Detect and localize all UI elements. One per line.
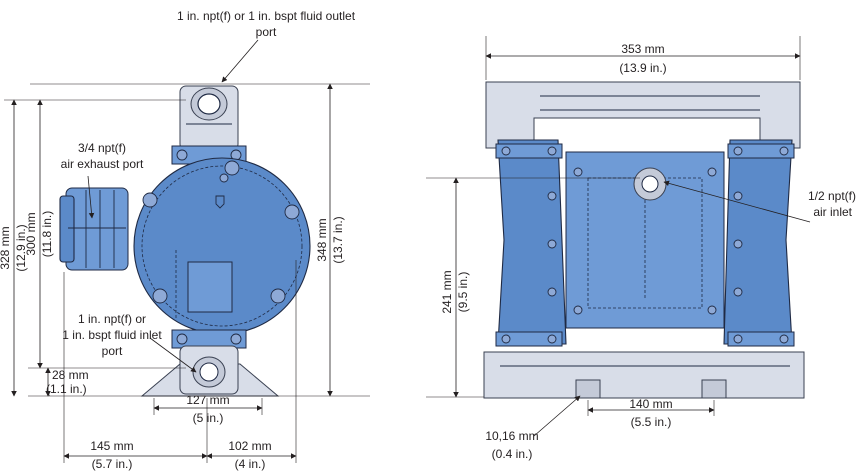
dim-348-mm: 348 mm xyxy=(315,218,329,261)
right-front-view: 353 mm (13.9 in.) 1/2 npt(f) air inlet 2… xyxy=(426,36,856,461)
dim-28-in: (1.1 in.) xyxy=(46,382,87,396)
inlet-label-line1: 1 in. npt(f) or xyxy=(78,312,146,326)
dim-328-in: (12.9 in.) xyxy=(14,224,28,271)
air-inlet-label-line2: air inlet xyxy=(813,205,852,219)
dim-10-in: (0.4 in.) xyxy=(492,447,533,461)
dim-348-in: (13.7 in.) xyxy=(331,216,345,263)
inlet-label-line3: port xyxy=(102,344,123,358)
dim-145-in: (5.7 in.) xyxy=(92,457,133,471)
exhaust-label-line2: air exhaust port xyxy=(61,157,144,171)
air-exhaust-muffler xyxy=(65,187,129,271)
dim-28-mm: 28 mm xyxy=(52,368,89,382)
dim-353-in: (13.9 in.) xyxy=(619,61,666,75)
outlet-label-line1: 1 in. npt(f) or 1 in. bspt fluid outlet xyxy=(177,9,356,23)
dim-140-in: (5.5 in.) xyxy=(631,415,672,429)
left-side-view: 1 in. npt(f) or 1 in. bspt fluid outlet … xyxy=(0,9,370,471)
outlet-label-line2: port xyxy=(256,25,277,39)
inlet-label-line2: 1 in. bspt fluid inlet xyxy=(62,328,162,342)
dim-145-mm: 145 mm xyxy=(90,439,133,453)
dim-102-mm: 102 mm xyxy=(228,439,271,453)
dim-127-mm: 127 mm xyxy=(186,393,229,407)
dim-241-mm: 241 mm xyxy=(440,270,454,313)
air-inlet-label-line1: 1/2 npt(f) xyxy=(808,189,856,203)
dim-10-mm: 10,16 mm xyxy=(485,429,538,443)
dim-328-mm: 328 mm xyxy=(0,226,12,269)
dim-102-in: (4 in.) xyxy=(235,457,266,471)
outlet-port-icon xyxy=(197,93,221,115)
dim-300-in: (11.8 in.) xyxy=(40,211,54,257)
exhaust-label-line1: 3/4 npt(f) xyxy=(78,141,126,155)
dim-300-mm: 300 mm xyxy=(24,212,38,255)
dim-241-in: (9.5 in.) xyxy=(456,272,470,313)
dim-140-mm: 140 mm xyxy=(629,397,672,411)
dim-353-mm: 353 mm xyxy=(621,42,664,56)
dim-127-in: (5 in.) xyxy=(193,411,224,425)
